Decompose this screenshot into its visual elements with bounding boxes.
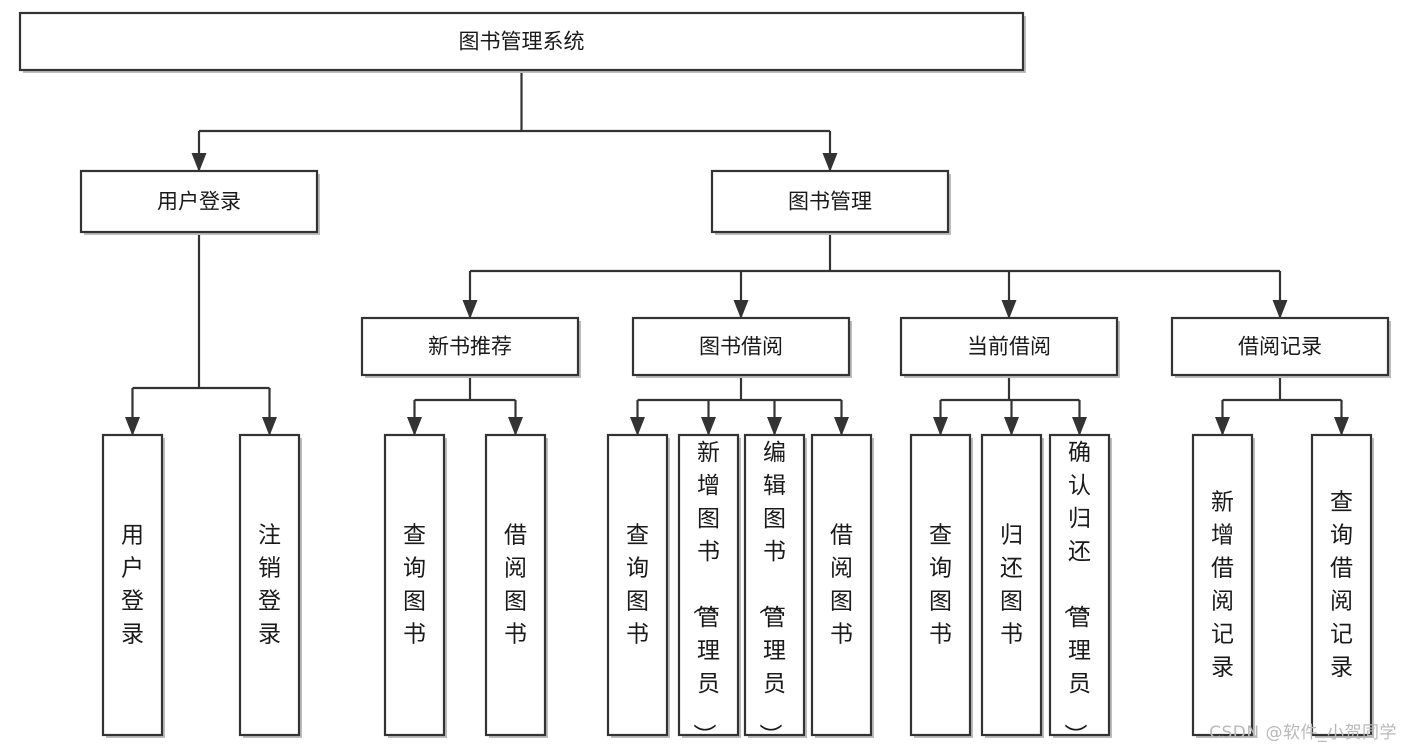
node-l_add_borrow_rec[interactable]: 新增借阅记录 [1191, 433, 1255, 738]
node-root[interactable]: 图书管理系统 [18, 11, 1026, 73]
node-label: 查询图书 [929, 522, 952, 647]
node-box [899, 316, 1119, 377]
nodes-layer: 图书管理系统用户登录图书管理新书推荐图书借阅当前借阅借阅记录用户登录注销登录查询… [18, 11, 1391, 747]
node-box [1170, 316, 1390, 377]
node-l_edit_book[interactable]: 编辑图书（管理员） [743, 433, 807, 747]
node-label: 新增借阅记录 [1211, 489, 1234, 680]
node-label: 当前借阅 [967, 335, 1051, 359]
node-n_book_mgmt[interactable]: 图书管理 [710, 169, 951, 235]
node-box [101, 433, 164, 737]
node-label: 查询图书 [626, 522, 649, 647]
node-label: 用户登录 [157, 190, 241, 214]
node-box [484, 433, 547, 737]
node-box [1191, 433, 1254, 737]
node-box [980, 433, 1043, 737]
node-box [383, 433, 446, 737]
node-l_query_book_1[interactable]: 查询图书 [383, 433, 447, 738]
node-l_add_book[interactable]: 新增图书（管理员） [677, 433, 741, 747]
node-l_query_book_3[interactable]: 查询图书 [909, 433, 973, 738]
edges-layer [125, 70, 1349, 436]
node-l_query_book_2[interactable]: 查询图书 [606, 433, 670, 738]
node-label: 确认归还（管理员） [1062, 440, 1091, 747]
node-box [631, 316, 851, 377]
node-label: 注销登录 [258, 522, 281, 647]
node-box [238, 433, 301, 737]
node-l_logout[interactable]: 注销登录 [238, 433, 302, 738]
node-n_user_login[interactable]: 用户登录 [79, 169, 320, 235]
node-label: 查询图书 [403, 522, 426, 647]
node-label: 查询借阅记录 [1330, 489, 1353, 680]
node-n_cur_borrow[interactable]: 当前借阅 [899, 316, 1120, 378]
node-box [18, 11, 1025, 72]
node-box [1310, 433, 1373, 737]
node-label: 归还图书 [1000, 522, 1023, 647]
node-l_return_book[interactable]: 归还图书 [980, 433, 1044, 738]
node-n_borrow_rec[interactable]: 借阅记录 [1170, 316, 1391, 378]
node-box [743, 433, 806, 737]
node-l_user_login[interactable]: 用户登录 [101, 433, 165, 738]
node-l_borrow_book_2[interactable]: 借阅图书 [810, 433, 874, 738]
node-label: 图书借阅 [699, 335, 783, 359]
node-label: 图书管理系统 [459, 30, 585, 54]
node-label: 新书推荐 [428, 335, 512, 359]
node-box [606, 433, 669, 737]
node-box [1048, 433, 1111, 737]
node-l_query_borrow_rec[interactable]: 查询借阅记录 [1310, 433, 1374, 738]
node-box [677, 433, 740, 737]
node-label: 图书管理 [788, 190, 872, 214]
node-box [909, 433, 972, 737]
node-label: 借阅记录 [1238, 335, 1322, 359]
node-box [79, 169, 319, 234]
node-box [710, 169, 950, 234]
node-label: 用户登录 [121, 522, 144, 647]
node-l_confirm_return[interactable]: 确认归还（管理员） [1048, 433, 1112, 747]
node-n_new_book_rec[interactable]: 新书推荐 [360, 316, 581, 378]
node-label: 借阅图书 [830, 522, 853, 647]
node-label: 借阅图书 [504, 522, 527, 647]
node-box [360, 316, 580, 377]
node-n_book_borrow[interactable]: 图书借阅 [631, 316, 852, 378]
node-label: 编辑图书（管理员） [757, 440, 786, 747]
node-label: 新增图书（管理员） [691, 440, 720, 747]
node-l_borrow_book_1[interactable]: 借阅图书 [484, 433, 548, 738]
node-box [810, 433, 873, 737]
